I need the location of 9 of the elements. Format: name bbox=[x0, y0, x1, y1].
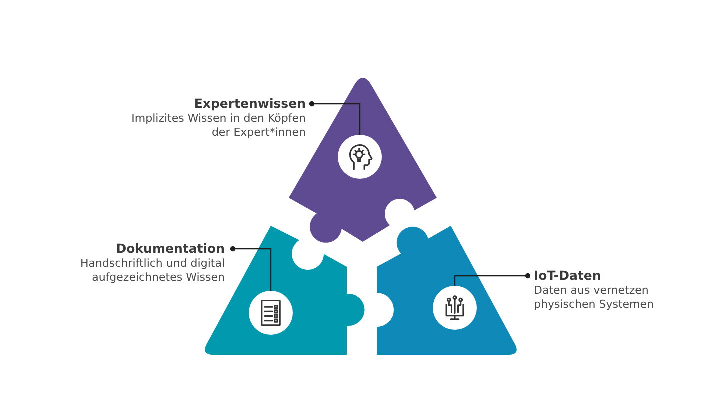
leader-line bbox=[309, 101, 361, 135]
heading: Expertenwissen bbox=[194, 95, 306, 112]
heading: IoT-Daten bbox=[534, 267, 602, 284]
leader-line bbox=[454, 273, 531, 286]
leader-line bbox=[230, 246, 272, 291]
description-text: Handschriftlich und digital aufgezeichnetes Wissen bbox=[79, 257, 225, 285]
heading: Dokumentation bbox=[116, 240, 225, 257]
description-text: Daten aus vernetzen physischen Systemen bbox=[534, 284, 655, 312]
description-text: Implizites Wissen in den Köpfen der Expert*innen bbox=[130, 112, 306, 140]
